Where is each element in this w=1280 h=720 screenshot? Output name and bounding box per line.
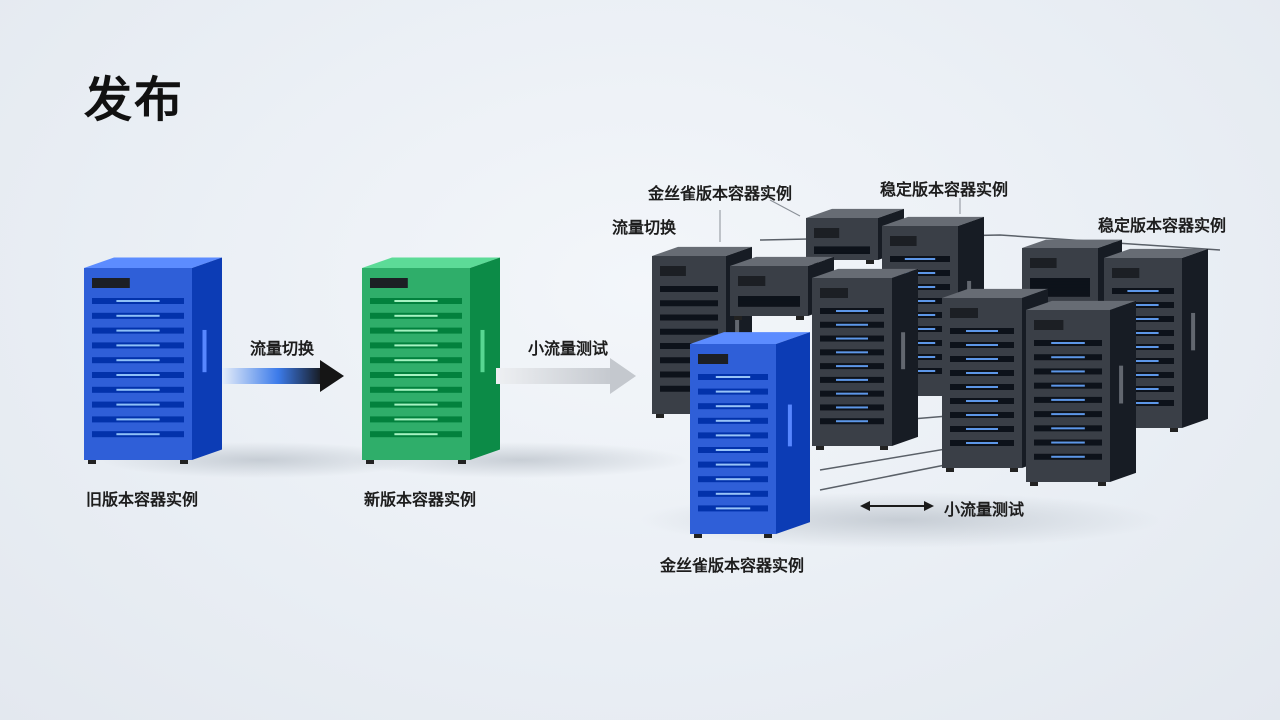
canary-top-label: 金丝雀版本容器实例	[648, 184, 793, 203]
stable-server	[1026, 300, 1136, 486]
leader-lines	[719, 198, 961, 242]
bidirectional-test-arrow	[860, 501, 934, 511]
old-instance-label: 旧版本容器实例	[86, 490, 199, 509]
switch-traffic-arrow	[222, 360, 344, 392]
new-instance-label: 新版本容器实例	[364, 490, 477, 509]
small-traffic-test-bottom-label: 小流量测试	[944, 500, 1025, 519]
old-version-server	[84, 257, 222, 464]
stable-right-label: 稳定版本容器实例	[1098, 216, 1227, 235]
stable-server	[812, 268, 918, 450]
cluster-switch-label: 流量切换	[612, 218, 677, 237]
small-traffic-test-arrow	[496, 358, 636, 394]
new-version-server	[362, 257, 500, 464]
page-title: 发布	[84, 72, 185, 128]
stable-top-label: 稳定版本容器实例	[880, 180, 1009, 199]
canary-bottom-label: 金丝雀版本容器实例	[660, 556, 805, 575]
canary-server	[690, 332, 810, 538]
small-traffic-test-label: 小流量测试	[528, 339, 609, 358]
switch-traffic-label: 流量切换	[250, 339, 315, 358]
